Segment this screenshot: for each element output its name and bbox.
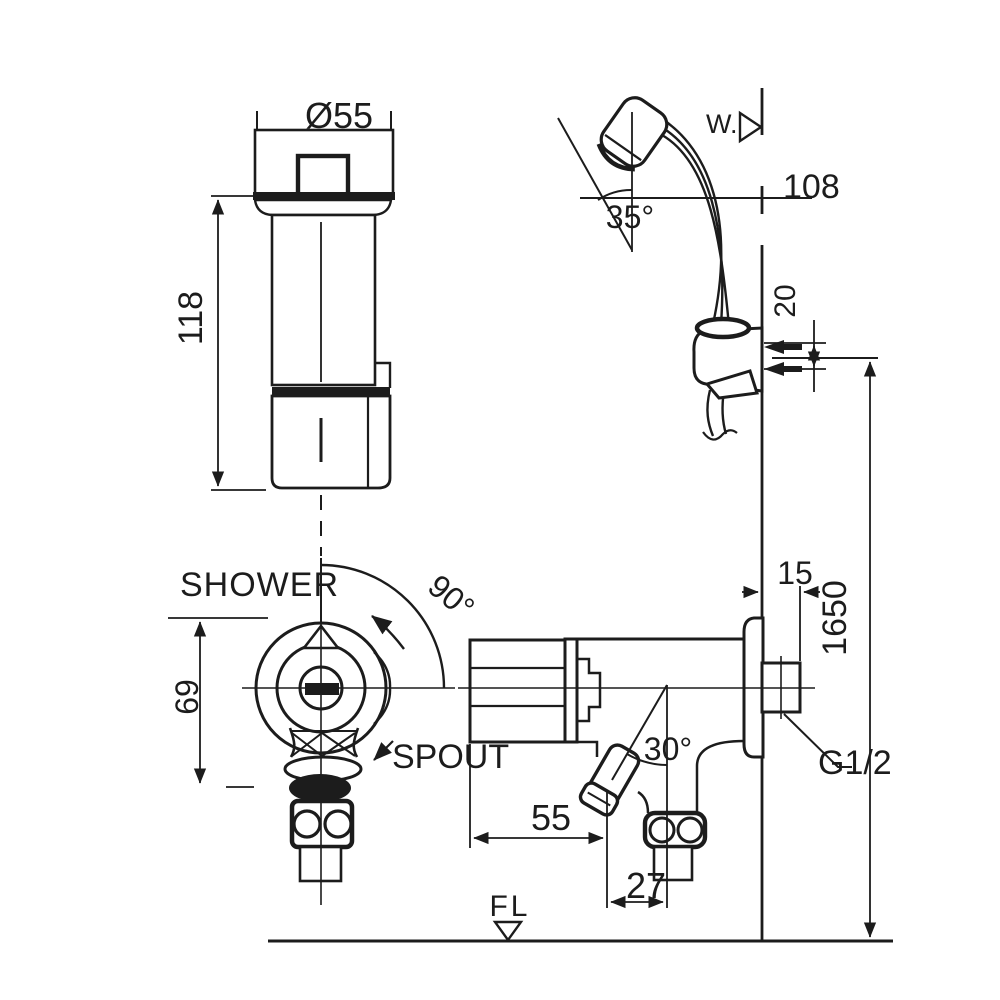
floor-datum-triangle xyxy=(492,920,524,943)
mount-screw-arrow xyxy=(764,340,802,354)
shower-position-label: SHOWER xyxy=(180,566,339,604)
holder-depth-label: 20 xyxy=(769,284,802,317)
spout-mouth xyxy=(289,774,351,802)
top-view: Ø55 118 xyxy=(172,95,395,556)
escutcheon-depth-label: 15 xyxy=(777,555,813,591)
holder-depth-dimension: 20 xyxy=(764,284,826,392)
shower-angle-label: 35° xyxy=(606,199,654,235)
hand-shower: 35° W.L 108 20 xyxy=(557,96,840,441)
water-line-marker: W.L xyxy=(706,109,764,144)
top-view-diameter-label: Ø55 xyxy=(305,95,373,136)
spout-angle-label: 30° xyxy=(644,731,692,767)
top-view-height-label: 118 xyxy=(172,291,210,345)
rotation-arrow xyxy=(371,615,405,650)
thread-leader xyxy=(783,713,852,768)
spout-angle-annotation: 30° xyxy=(611,684,692,908)
spout-reach-label: 55 xyxy=(531,797,571,838)
datum-triangle xyxy=(738,110,764,144)
spout-position-label: SPOUT xyxy=(392,738,509,776)
install-height-label: 1650 xyxy=(816,580,854,656)
wall-offset-label: 108 xyxy=(783,168,840,206)
rotation-label: 90° xyxy=(421,567,481,626)
body-height-label: 69 xyxy=(169,679,205,715)
connection-thread-label: G1/2 xyxy=(818,744,892,782)
shower-head xyxy=(596,96,669,172)
hub-bar xyxy=(305,683,339,695)
supply-offset-label: 27 xyxy=(626,865,666,906)
shower-angle-annotation: 35° xyxy=(557,112,654,252)
side-spout xyxy=(578,743,641,817)
floor-line: FL xyxy=(268,890,893,943)
front-spout xyxy=(283,727,363,883)
front-view: SHOWER 90° SPOUT 69 xyxy=(168,558,509,905)
rotation-arc xyxy=(320,563,446,689)
shower-holder xyxy=(692,316,802,400)
floor-line-label: FL xyxy=(489,890,530,923)
side-view: G1/2 30° 55 27 15 1650 xyxy=(458,357,892,938)
side-handle xyxy=(468,638,567,744)
supply-connector xyxy=(642,810,708,882)
